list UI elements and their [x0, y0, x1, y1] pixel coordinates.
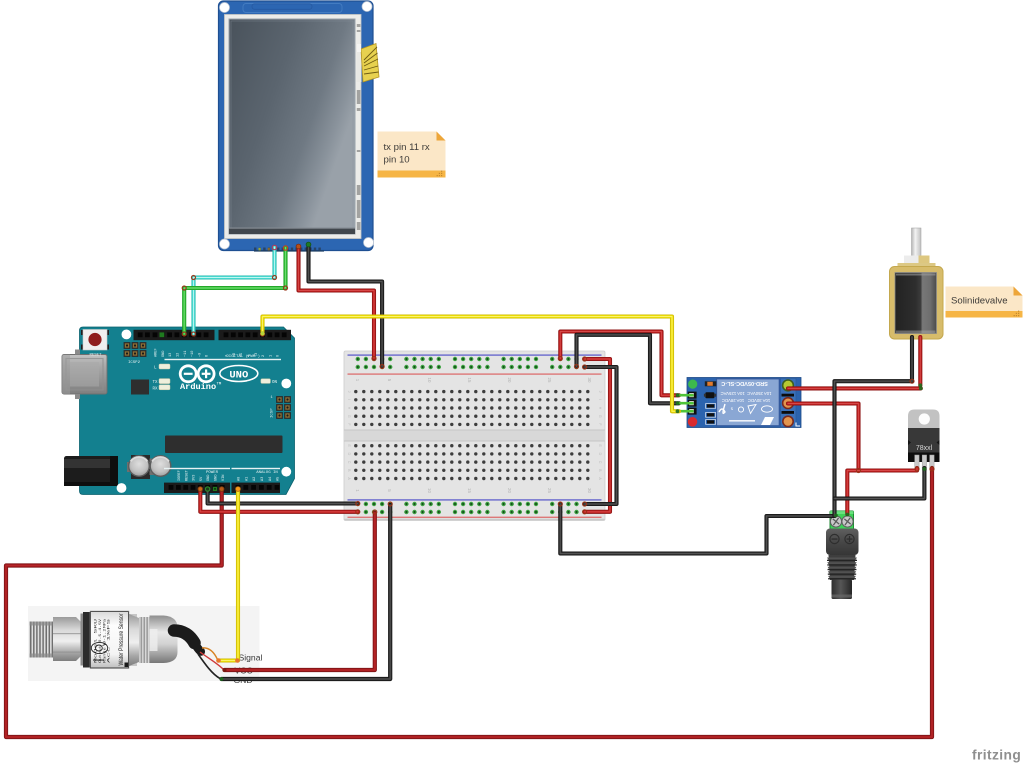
svg-text:25: 25 [547, 378, 552, 383]
svg-text:3V3: 3V3 [193, 475, 197, 481]
svg-text:TX: TX [152, 381, 158, 385]
svg-text:C: C [347, 461, 351, 464]
svg-text:F: F [598, 423, 602, 426]
svg-text:H: H [347, 407, 351, 410]
svg-text:A0: A0 [238, 477, 242, 481]
svg-text:AREF: AREF [155, 348, 159, 357]
svg-text:tx pin 11 rx: tx pin 11 rx [384, 142, 430, 153]
svg-text:10A 30VDC 10A 28VDC: 10A 30VDC 10A 28VDC [722, 398, 771, 403]
svg-text:I: I [598, 399, 602, 400]
svg-text:GND: GND [215, 475, 219, 481]
svg-text:H: H [598, 407, 602, 410]
svg-text:POWER: POWER [206, 471, 219, 475]
svg-text:78xxl: 78xxl [916, 445, 933, 452]
svg-text:J: J [598, 391, 602, 393]
svg-text:I: I [347, 399, 351, 400]
svg-text:2: 2 [262, 355, 266, 357]
svg-text:RX: RX [152, 387, 158, 391]
svg-text:10: 10 [427, 378, 432, 383]
svg-text:s: s [730, 407, 733, 412]
svg-text:1: 1 [271, 396, 273, 400]
svg-text:ANALOG IN: ANALOG IN [256, 471, 278, 475]
svg-text:8: 8 [206, 355, 210, 357]
svg-text:ICSP: ICSP [271, 408, 275, 418]
svg-text:B: B [598, 469, 602, 472]
svg-text:RESET: RESET [89, 354, 102, 358]
svg-text:20: 20 [507, 378, 512, 383]
svg-text:D: D [598, 453, 602, 456]
svg-text:GND: GND [207, 475, 211, 481]
svg-text:A5: A5 [277, 477, 281, 481]
svg-text:Output 0.5-4.5V: Output 0.5-4.5V [98, 619, 102, 663]
svg-text:5: 5 [387, 379, 392, 382]
svg-text:D: D [347, 453, 351, 456]
svg-text:ON: ON [272, 381, 278, 385]
svg-text:10: 10 [427, 488, 432, 493]
svg-text:1: 1 [355, 489, 360, 492]
svg-text:Solinidevalve: Solinidevalve [951, 296, 1008, 307]
svg-text:G: G [347, 415, 351, 418]
svg-text:E: E [598, 444, 602, 447]
svg-text:20: 20 [507, 488, 512, 493]
svg-text:~10: ~10 [191, 351, 195, 357]
svg-text:F: F [347, 423, 351, 426]
svg-text:5V: 5V [200, 476, 204, 481]
svg-text:~9: ~9 [198, 353, 202, 357]
svg-text:A1: A1 [245, 477, 249, 481]
svg-text:A: A [347, 477, 351, 480]
svg-text:A: A [598, 477, 602, 480]
svg-text:TM: TM [217, 383, 222, 387]
svg-text:12: 12 [177, 353, 181, 357]
svg-text:E: E [347, 444, 351, 447]
svg-text:UNO: UNO [229, 369, 248, 381]
svg-text:SRD-05VDC-SL-C: SRD-05VDC-SL-C [721, 380, 768, 386]
svg-text:A4: A4 [269, 477, 273, 481]
svg-text:pin 10: pin 10 [384, 155, 410, 166]
svg-text:Model SKU: Model SKU [94, 619, 98, 663]
svg-text:7: 7 [226, 355, 230, 357]
svg-text:DIGITAL (PWM~): DIGITAL (PWM~) [226, 354, 260, 359]
svg-text:L: L [154, 367, 157, 371]
svg-text:~3: ~3 [255, 353, 259, 357]
svg-text:~6: ~6 [233, 353, 237, 357]
svg-text:RESET: RESET [185, 469, 189, 481]
svg-text:GND: GND [162, 351, 166, 357]
svg-text:5: 5 [387, 489, 392, 492]
svg-text:A3: A3 [261, 477, 265, 481]
svg-text:Arduino: Arduino [180, 382, 216, 392]
svg-text:IOREF: IOREF [178, 470, 182, 481]
svg-text:fritzing: fritzing [972, 748, 1021, 763]
svg-text:C: C [598, 461, 602, 464]
svg-text:30: 30 [587, 488, 592, 493]
svg-text:Water Pressure Sensor: Water Pressure Sensor [118, 613, 125, 666]
svg-text:25: 25 [547, 488, 552, 493]
svg-text:4: 4 [248, 355, 252, 357]
svg-text:15: 15 [467, 488, 472, 493]
svg-text:30: 30 [587, 378, 592, 383]
svg-text:0: 0 [277, 355, 281, 357]
svg-text:B: B [347, 469, 351, 472]
svg-text:~5: ~5 [240, 353, 244, 357]
svg-text:1: 1 [355, 379, 360, 382]
svg-text:10A 250VAC 10A 125VAC: 10A 250VAC 10A 125VAC [721, 391, 772, 396]
svg-text:Range 0-1.2MPa: Range 0-1.2MPa [102, 619, 106, 663]
svg-text:Signal: Signal [239, 653, 263, 663]
svg-text:VIN: VIN [222, 475, 226, 481]
svg-text:A2: A2 [253, 477, 257, 481]
svg-text:15: 15 [467, 378, 472, 383]
svg-text:ICSP2: ICSP2 [128, 361, 141, 365]
svg-text:G: G [598, 415, 602, 418]
svg-text:1: 1 [269, 355, 273, 357]
svg-text:13: 13 [169, 353, 173, 357]
svg-text:J: J [347, 391, 351, 393]
svg-text:Acc 1%FS: Acc 1%FS [107, 619, 111, 663]
svg-text:~11: ~11 [184, 351, 188, 357]
